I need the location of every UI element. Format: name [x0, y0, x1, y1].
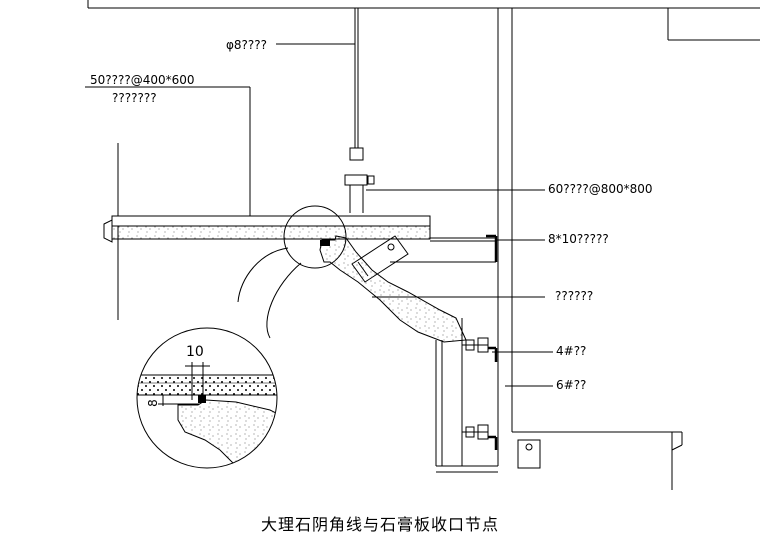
- drawing-title: 大理石阴角线与石膏板收口节点: [260, 515, 499, 534]
- leader-lines: [85, 43, 553, 387]
- main-keel-label-2: ???????: [112, 91, 157, 105]
- detail-dim-10: 10: [186, 344, 204, 360]
- main-keel-label: 50????@400*600: [90, 73, 195, 87]
- marble-label: ??????: [555, 289, 594, 303]
- top-edges: [87, 0, 760, 9]
- detail-dim-8: 8: [145, 399, 160, 407]
- rod-label: φ8????: [226, 38, 268, 52]
- gypsum-board: [103, 215, 431, 243]
- steel-bracket: [390, 234, 498, 263]
- sub-keel-label: 60????@800*800: [548, 182, 653, 196]
- callout-connectors: [237, 247, 302, 339]
- wall-column: [497, 8, 760, 490]
- angle-steel-label: 8*10?????: [548, 232, 609, 246]
- angle-6-label: 6#??: [556, 378, 587, 392]
- steel-post: [435, 318, 541, 473]
- hanger-rod: [344, 8, 375, 213]
- angle-4-label: 4#??: [556, 344, 587, 358]
- detail-callout-circle: [283, 205, 347, 269]
